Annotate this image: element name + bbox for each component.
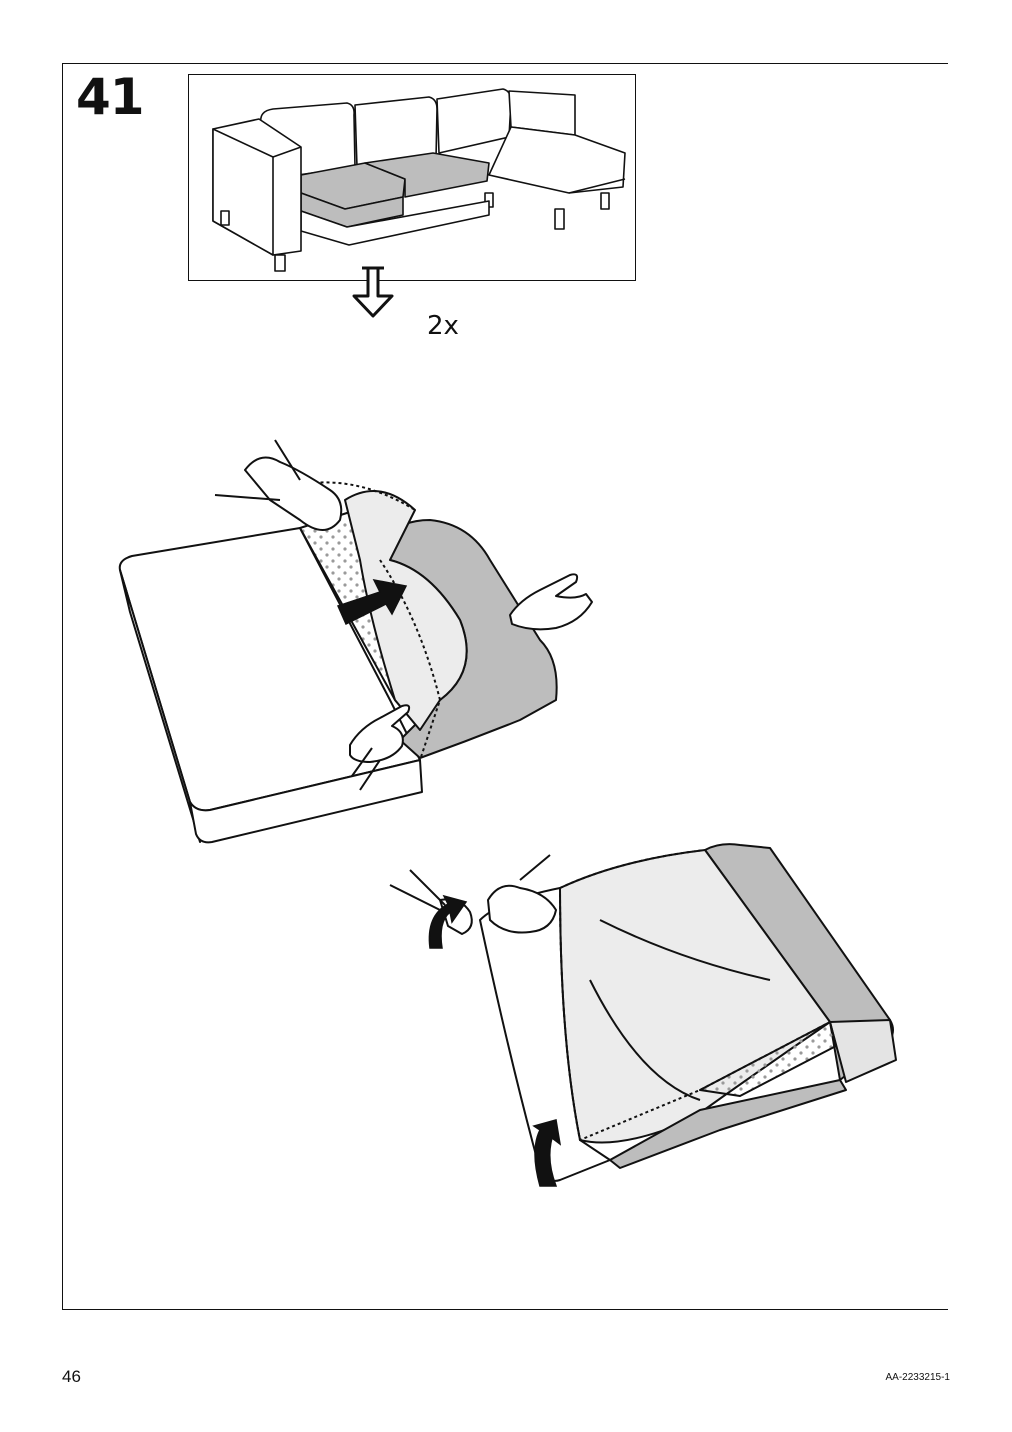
sofa-illustration — [212, 88, 626, 272]
frame-top-line — [62, 63, 948, 64]
step-number: 41 — [76, 68, 145, 126]
down-arrow-icon — [352, 266, 394, 318]
push-arrow-icon — [336, 578, 408, 626]
page-number: 46 — [62, 1367, 81, 1386]
overview-box: 2x — [188, 74, 636, 341]
rotate-arrow-icon — [532, 1119, 562, 1187]
document-code: AA-2233215-1 — [885, 1372, 951, 1383]
frame-left-line — [62, 63, 63, 1310]
cover-insertion-illustration — [118, 439, 593, 844]
step-frame — [62, 63, 948, 1310]
rotate-arrow-icon — [428, 894, 468, 949]
cover-closing-illustration — [389, 843, 897, 1182]
quantity-label: 2x — [427, 311, 459, 341]
frame-bottom-line — [62, 1309, 948, 1310]
